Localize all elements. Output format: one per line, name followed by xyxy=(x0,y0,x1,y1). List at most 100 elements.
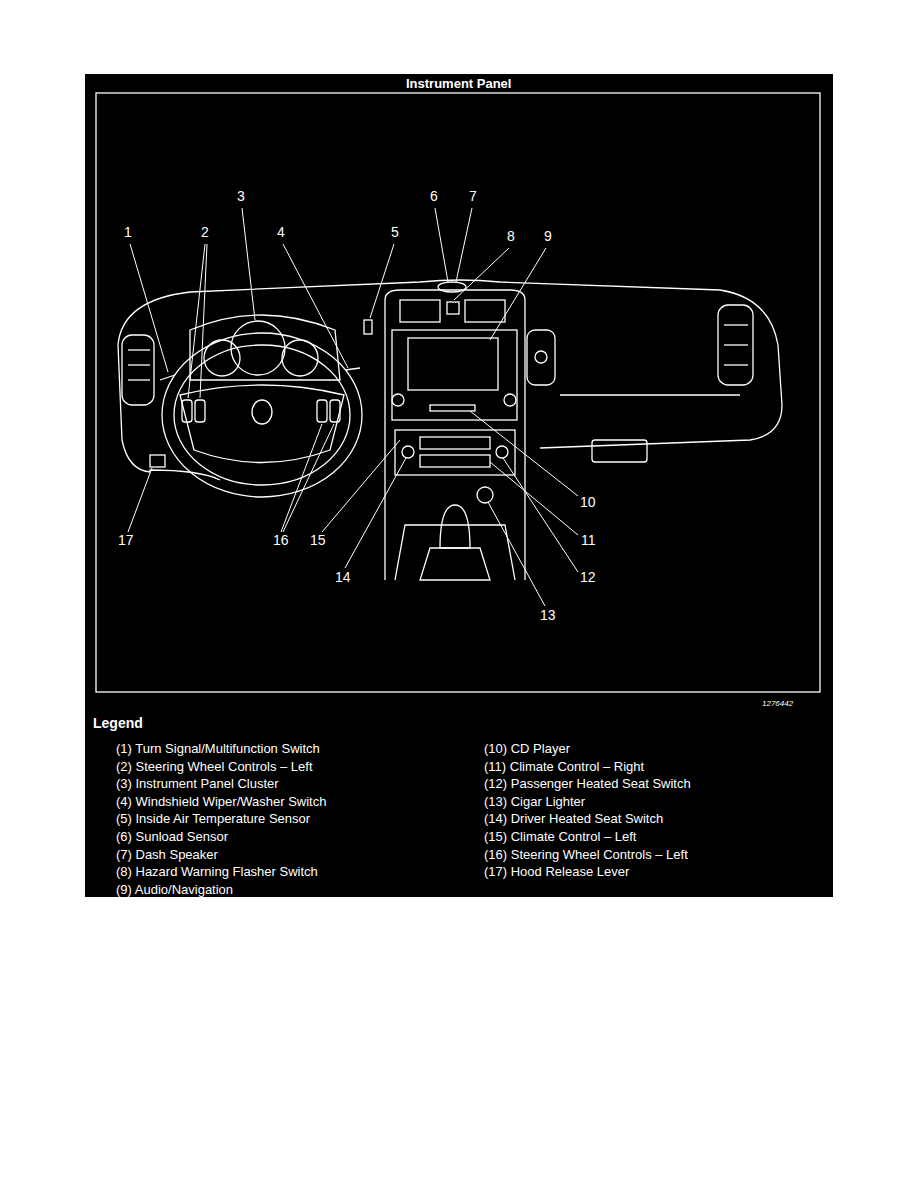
callout-number: 2 xyxy=(201,224,209,240)
legend-entry: (13) Cigar Lighter xyxy=(484,794,585,810)
leader-lines xyxy=(128,208,578,606)
callout-number: 8 xyxy=(507,228,515,244)
console xyxy=(395,525,515,580)
glovebox-line xyxy=(560,394,740,395)
cd-slot xyxy=(430,405,475,411)
leader-line xyxy=(454,248,509,300)
callout-number: 13 xyxy=(540,607,556,623)
center-vent xyxy=(465,300,505,322)
wheel-button xyxy=(330,400,340,422)
leader-line xyxy=(345,458,406,568)
callout-number: 4 xyxy=(277,224,285,240)
legend-entry: (16) Steering Wheel Controls – Left xyxy=(484,847,688,863)
leader-line xyxy=(322,440,400,532)
leader-line xyxy=(200,244,207,398)
diagram-title: Instrument Panel xyxy=(406,76,511,91)
legend-entry: (14) Driver Heated Seat Switch xyxy=(484,811,663,827)
leader-line xyxy=(456,208,472,282)
legend-entry: (5) Inside Air Temperature Sensor xyxy=(116,811,310,827)
knob xyxy=(392,394,404,406)
knob xyxy=(504,394,516,406)
callout-number: 11 xyxy=(581,532,596,548)
callout-number: 16 xyxy=(273,532,289,548)
callout-number: 17 xyxy=(118,532,134,548)
center-vent xyxy=(400,300,440,322)
dash-outline xyxy=(118,345,150,472)
leader-line xyxy=(188,244,205,398)
figure-number: 1276442 xyxy=(762,699,793,708)
leader-line xyxy=(490,248,546,340)
callout-number: 15 xyxy=(310,532,326,548)
leader-line xyxy=(490,462,578,535)
sunload-sensor xyxy=(438,282,466,292)
vent-slat xyxy=(724,344,748,345)
shift-knob xyxy=(440,505,470,548)
leader-line xyxy=(470,411,578,496)
steering-hub xyxy=(180,385,344,463)
wheel-button xyxy=(182,400,192,422)
callout-number: 10 xyxy=(580,494,596,510)
gauge xyxy=(231,321,285,375)
air-vent xyxy=(718,305,753,385)
leader-line xyxy=(435,208,448,282)
center-stack xyxy=(385,290,525,580)
glovebox-handle xyxy=(592,440,647,462)
legend-entry: (8) Hazard Warning Flasher Switch xyxy=(116,864,318,880)
emblem xyxy=(252,400,272,424)
leader-line xyxy=(283,424,334,532)
legend-entry: (6) Sunload Sensor xyxy=(116,829,228,845)
callout-number: 9 xyxy=(544,228,552,244)
temp-sensor xyxy=(364,320,372,334)
legend-entry: (1) Turn Signal/Multifunction Switch xyxy=(116,741,320,757)
leader-line xyxy=(488,502,545,606)
stalk xyxy=(345,368,360,370)
callout-number: 3 xyxy=(237,188,245,204)
legend-entry: (4) Windshield Wiper/Washer Switch xyxy=(116,794,326,810)
legend-entry: (17) Hood Release Lever xyxy=(484,864,629,880)
vent-slat xyxy=(724,324,748,325)
legend-entry: (7) Dash Speaker xyxy=(116,847,218,863)
shift-boot xyxy=(420,548,490,580)
seat-switch xyxy=(402,446,414,458)
leader-line xyxy=(128,468,152,532)
legend-entry: (11) Climate Control – Right xyxy=(484,759,644,775)
legend-entry: (2) Steering Wheel Controls – Left xyxy=(116,759,313,775)
legend-heading: Legend xyxy=(93,715,143,731)
callout-number: 1 xyxy=(124,224,132,240)
leader-line xyxy=(503,458,578,572)
leader-line xyxy=(281,424,322,532)
wheel-button xyxy=(195,400,205,422)
climate-buttons xyxy=(420,455,490,467)
stalk xyxy=(160,375,175,380)
callout-number: 14 xyxy=(335,569,351,585)
vent-slat xyxy=(128,349,150,350)
dash-outline xyxy=(118,280,782,448)
illustration-frame xyxy=(96,93,820,692)
leader-line xyxy=(283,244,348,368)
climate-buttons xyxy=(420,437,490,449)
hood-release xyxy=(150,455,165,467)
radio-bezel xyxy=(392,330,517,420)
legend-entry: (10) CD Player xyxy=(484,741,570,757)
callout-number: 6 xyxy=(430,188,438,204)
cigar-lighter xyxy=(477,487,493,503)
air-vent xyxy=(527,330,555,385)
wheel-button xyxy=(317,400,327,422)
steering-wheel-inner xyxy=(174,345,350,485)
seat-switch xyxy=(496,446,508,458)
air-vent xyxy=(122,335,154,405)
vent-slat xyxy=(128,364,150,365)
legend-entry: (15) Climate Control – Left xyxy=(484,829,636,845)
leader-line xyxy=(370,244,394,318)
leader-line xyxy=(242,208,255,320)
callout-number: 5 xyxy=(391,224,399,240)
legend-entry: (9) Audio/Navigation xyxy=(116,882,233,898)
legend-entry: (3) Instrument Panel Cluster xyxy=(116,776,279,792)
vent-slat xyxy=(128,379,150,380)
callout-number: 12 xyxy=(580,569,596,585)
vent-knob xyxy=(535,351,547,363)
legend-entry: (12) Passenger Heated Seat Switch xyxy=(484,776,691,792)
callout-number: 7 xyxy=(469,188,477,204)
hazard-switch xyxy=(447,302,459,314)
